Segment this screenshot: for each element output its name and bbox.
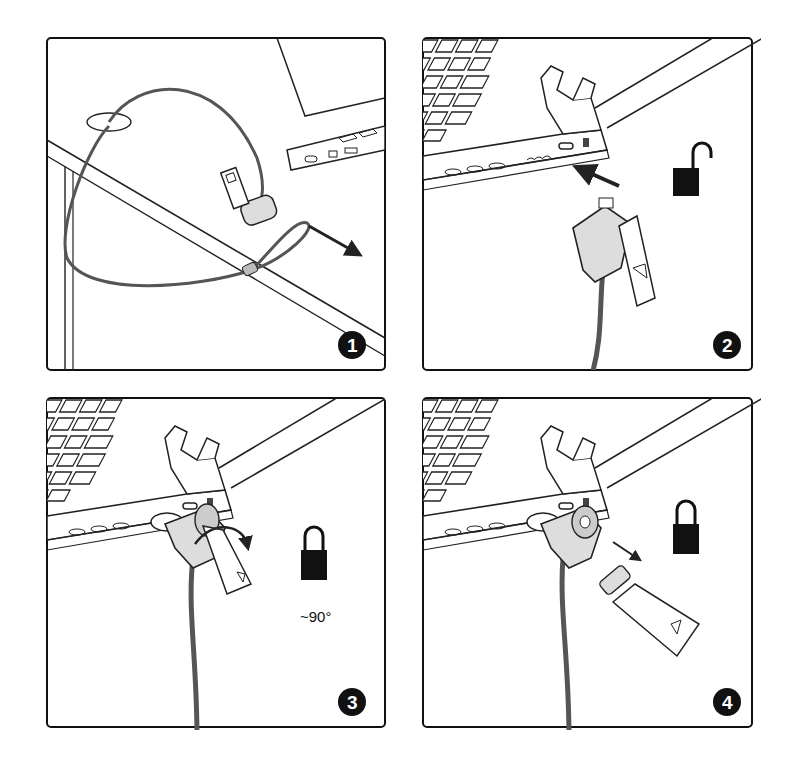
callout-number: 1 [347, 336, 358, 355]
panel-frames [47, 38, 752, 727]
callout-number: 4 [722, 693, 733, 712]
panel-3-scene [47, 398, 385, 730]
panel-1-scene [47, 38, 385, 370]
panel-4-scene [423, 398, 761, 730]
angle-label: ~90° [300, 609, 331, 624]
panel-2-scene [423, 38, 761, 370]
callout-circles [338, 331, 741, 716]
callout-number: 3 [347, 693, 358, 712]
callout-number: 2 [722, 336, 733, 355]
